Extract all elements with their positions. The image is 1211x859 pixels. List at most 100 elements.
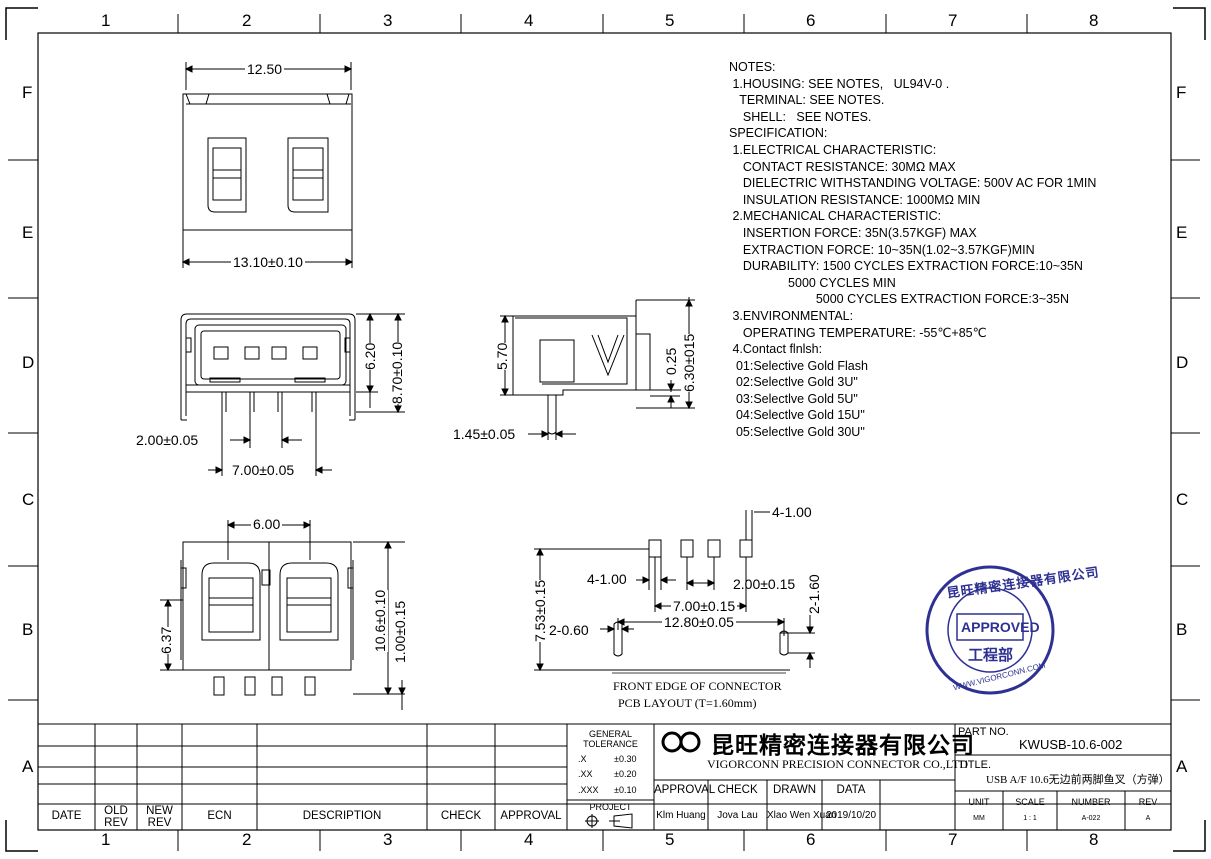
zone-label-side: C [1176,490,1189,509]
note-line: CONTACT RESISTANCE: 30MΩ MAX [729,159,956,174]
company-logo [661,731,701,753]
approval-header: APPROVAL [654,784,716,796]
zone-label-top: 5 [665,11,675,30]
pcb-caption-line2: PCB LAYOUT (T=1.60mm) [618,696,757,710]
dim-bottom-100: 1.00±0.15 [392,600,408,663]
notes-block: NOTES: 1.HOUSING: SEE NOTES, UL94V-0 . T… [729,59,1096,441]
zone-label-side: D [22,353,35,372]
zone-label-side: D [1176,353,1189,372]
tol-x-value: ±0.30 [614,754,637,764]
part-no-label: PART NO. [958,726,1009,738]
tol-xxx-value: ±0.10 [614,785,637,795]
dim-pcb-2-060: 2-0.60 [549,622,589,638]
note-line: 4.Contact flnlsh: [729,342,823,357]
rev-header-description: DESCRIPTION [302,810,382,822]
dim-side-570: 5.70 [494,342,510,370]
scale-value: 1 : 1 [1023,815,1037,822]
zone-label-top: 6 [806,11,816,30]
tol-xx-value: ±0.20 [614,769,637,779]
dim-pitch-200: 2.00±0.05 [136,432,199,448]
dim-pcb-2-160: 2-1.60 [806,574,822,614]
drawn-value: Xlao Wen Xuan [767,810,837,821]
tol-xxx-label: .XXX [578,785,599,795]
note-line: DURABILITY: 1500 CYCLES EXTRACTION FORCE… [729,259,1083,274]
zone-label-side: E [1176,223,1188,242]
rev-header-date: DATE [51,810,82,822]
rev-header-approval: APPROVAL [500,810,562,822]
bottom-view [160,520,406,710]
zone-label-side: F [22,83,33,102]
dim-bottom-width: 13.10±0.10 [231,254,305,270]
check-value: Jova Lau [717,810,758,821]
dim-bottom-600: 6.00 [251,516,283,532]
note-line: 3.ENVIRONMENTAL: [729,308,854,323]
note-line: EXTRACTION FORCE: 10~35N(1.02~3.57KGF)MI… [729,242,1035,257]
rev-header-ecn: ECN [207,810,232,822]
note-line: 5000 CYCLES EXTRACTION FORCE:3~35N [729,292,1070,307]
note-line: SHELL: SEE NOTES. [729,109,872,124]
zone-label-top: 2 [242,11,252,30]
unit-header: UNIT [968,797,990,807]
zone-label-side: A [22,757,34,776]
note-line: SPECIFICATION: [729,126,828,141]
dim-pitch-700: 7.00±0.05 [232,462,295,478]
note-line: 5000 CYCLES MIN [729,275,896,290]
data-value: 2019/10/20 [825,810,877,821]
number-header: NUMBER [1071,797,1111,807]
note-line: NOTES: [729,60,776,74]
sheet-corners [5,7,1206,852]
zone-label-side: A [1176,757,1188,776]
note-line: 1.HOUSING: SEE NOTES, UL94V-0 . [729,76,950,91]
zone-label-side: B [1176,620,1188,639]
pcb-layout [534,510,815,674]
unit-value: MM [973,815,985,822]
zone-label-top: 3 [383,11,393,30]
zone-ticks [8,14,1200,851]
zone-label-side: C [22,490,35,509]
front-view [180,312,405,476]
note-line: INSULATION RESISTANCE: 1000MΩ MIN [729,192,981,207]
zone-label-top: 4 [524,11,534,30]
title-label: TITLE. [958,759,992,771]
general-tolerance-label: GENERAL TOLERANCE [583,729,638,749]
note-line: 05:Selectlve Gold 30U" [729,425,865,440]
approval-value: Klm Huang [656,810,706,821]
dim-pcb-700: 7.00±0.15 [671,598,738,614]
note-line: 04:Selectlve Gold 15U" [729,408,865,423]
drawing-frame [37,32,1172,831]
company-name-en: VIGORCONN PRECISION CONNECTOR CO.,LTD [707,757,969,771]
note-line: INSERTION FORCE: 35N(3.57KGF) MAX [729,225,977,240]
stamp-dept: 工程部 [968,647,1014,664]
dim-bottom-106: 10.6±0.10 [372,589,388,652]
side-view [500,297,695,440]
zone-label-bottom: 5 [665,830,675,849]
stamp-approved: APPROVED [961,619,1040,635]
zone-label-bottom: 3 [383,830,393,849]
zone-label-side: B [22,620,34,639]
note-line: 03:Selectlve Gold 5U" [729,391,858,406]
zone-label-side: E [22,223,34,242]
zone-label-top: 8 [1089,11,1099,30]
approved-stamp [925,565,1055,695]
data-header: DATA [836,784,866,796]
rev-value: A [1145,815,1151,822]
note-line: 2.MECHANICAL CHARACTERISTIC: [729,209,942,224]
rev-header-old-rev: OLD REV [104,805,128,829]
note-line: 1.ELECTRICAL CHARACTERISTIC: [729,142,937,157]
title-block [38,723,1171,830]
dim-top-width: 12.50 [245,61,285,77]
zone-label-bottom: 2 [242,830,252,849]
project-label: PROJECT [589,802,632,812]
dim-bottom-637: 6.37 [158,626,174,654]
zone-label-bottom: 1 [101,830,111,849]
rev-header-check: CHECK [440,810,482,822]
tol-x-label: .X [578,754,587,764]
dim-pcb-200: 2.00±0.15 [733,576,796,592]
dim-side-145: 1.45±0.05 [453,426,516,442]
note-line: 02:Selectlve Gold 3U" [729,375,858,390]
dim-height-870: 8.70±0.10 [389,341,405,404]
dim-side-025: 0.25 [663,347,679,375]
pcb-caption-line1: FRONT EDGE OF CONNECTOR [613,679,782,693]
dim-pcb-1280: 12.80±0.05 [662,614,736,630]
